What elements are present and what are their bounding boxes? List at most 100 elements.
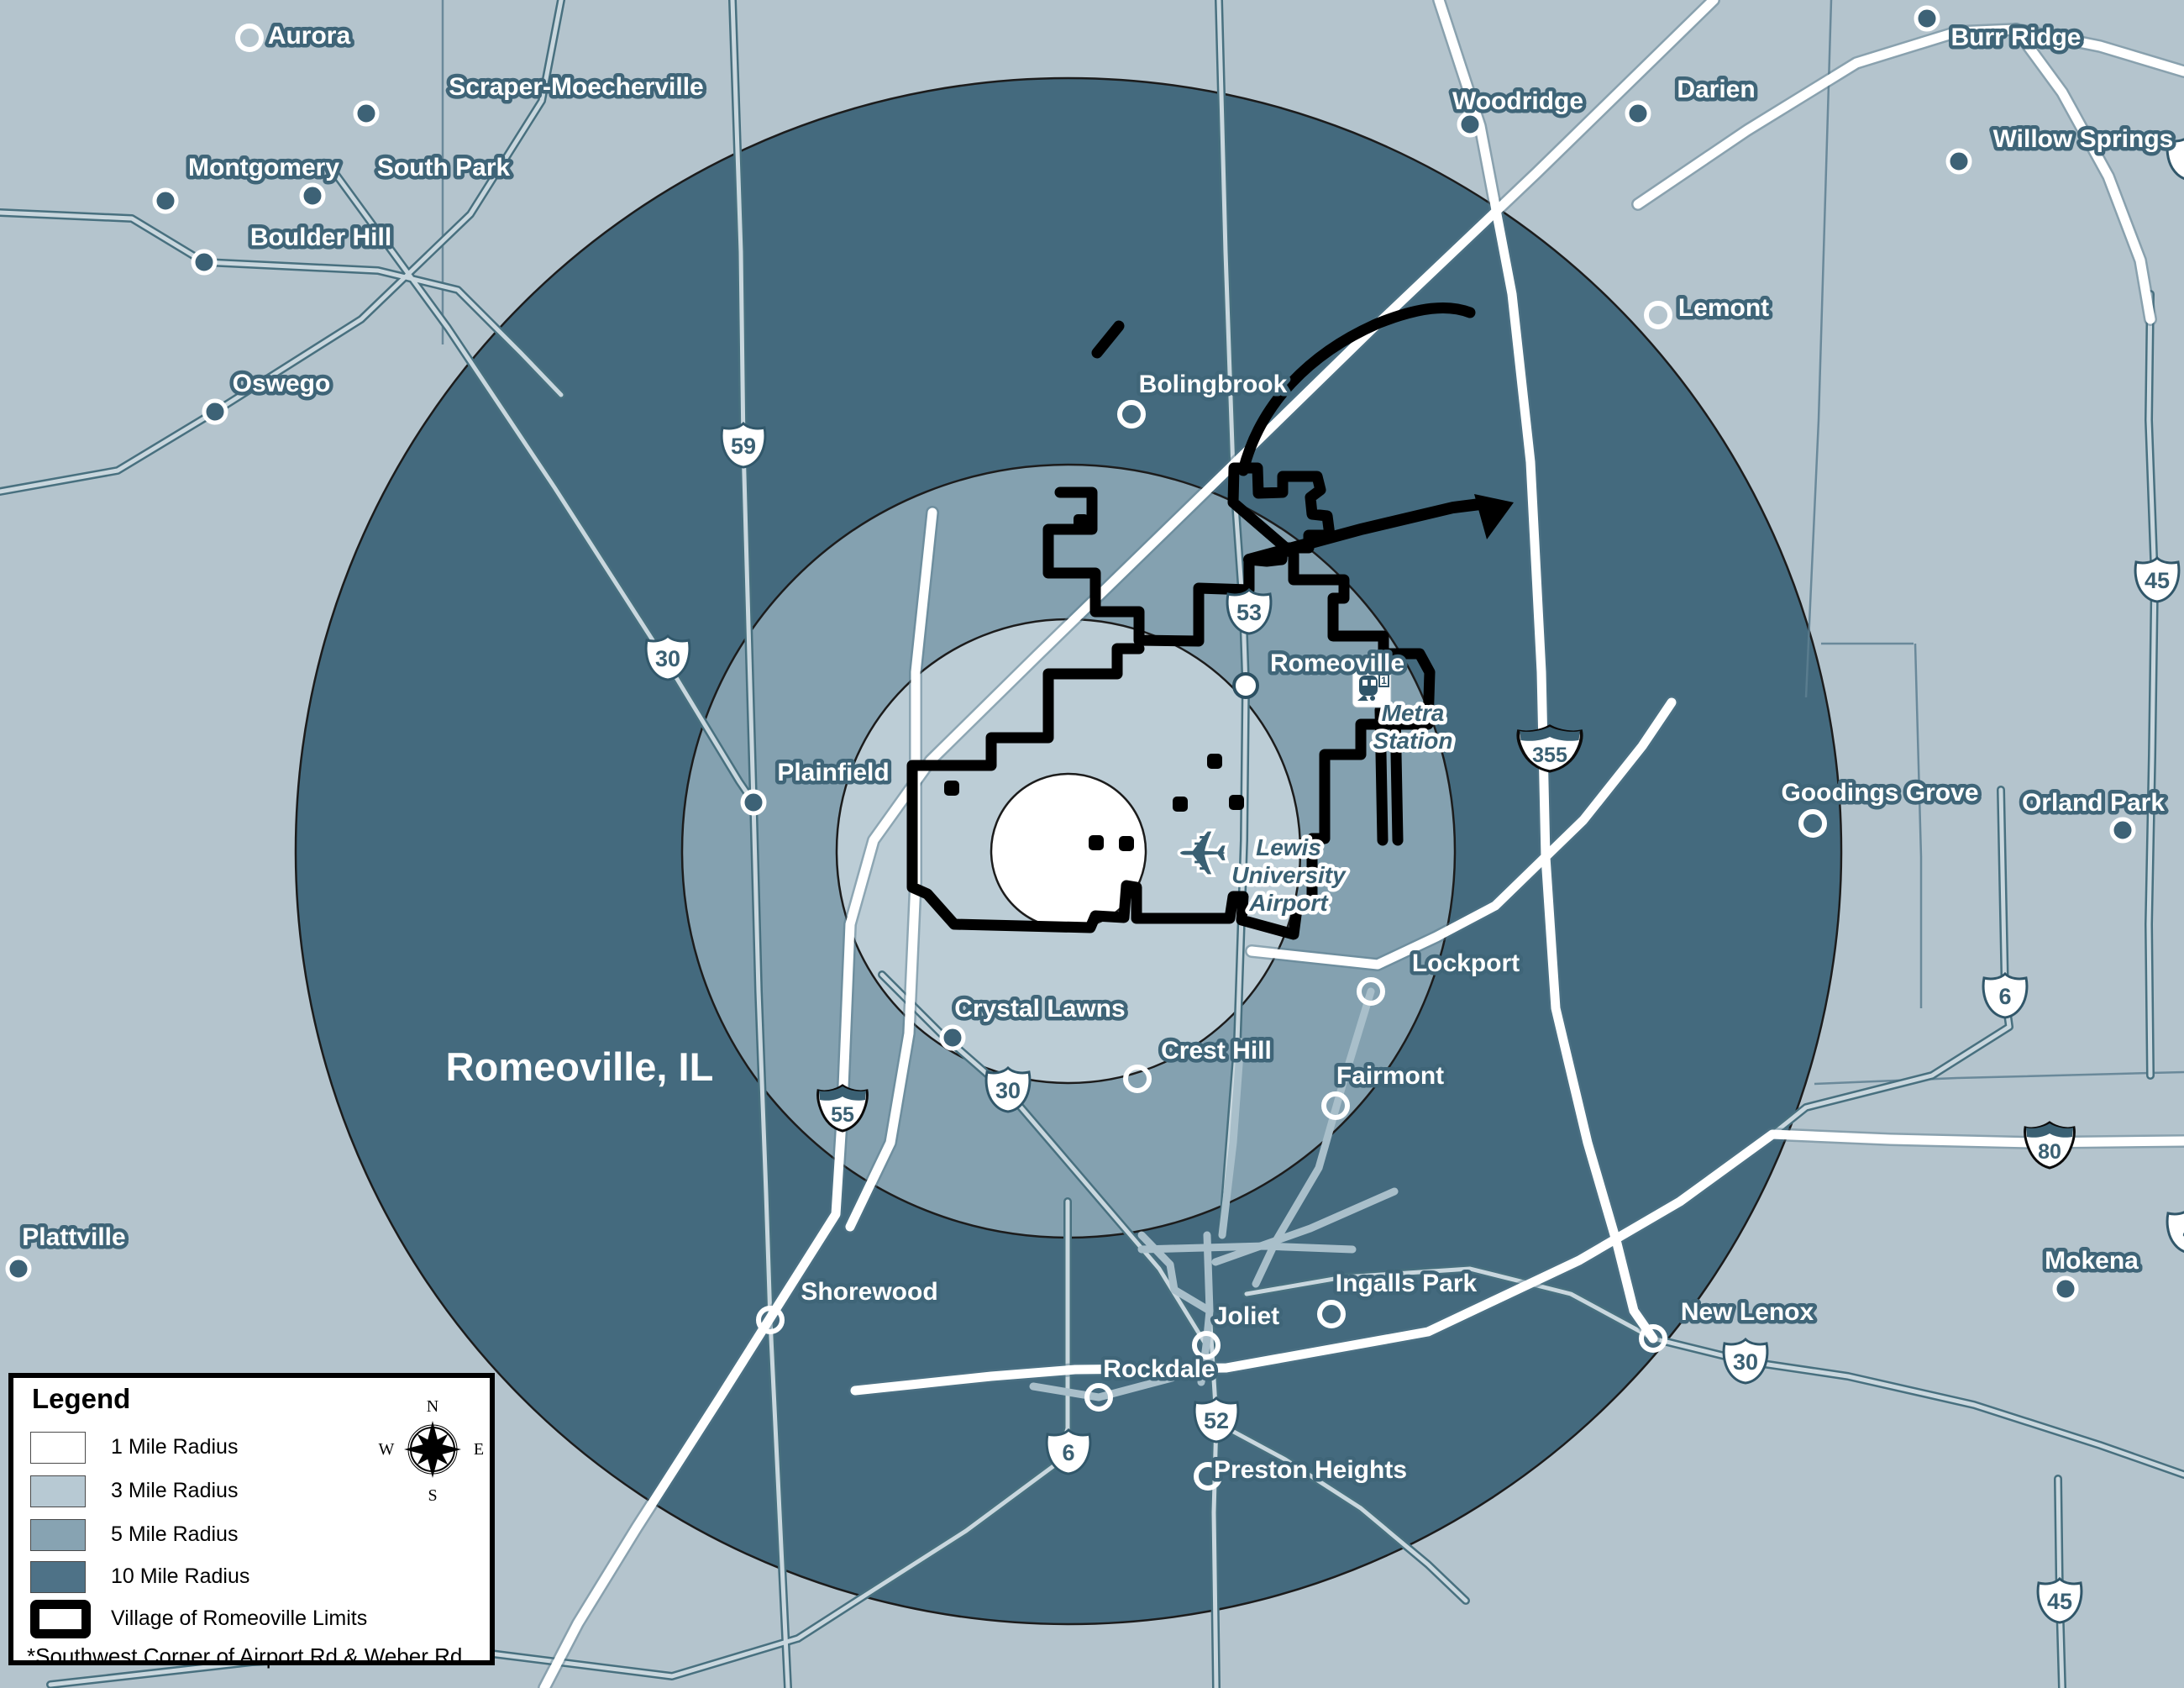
road (0, 0, 564, 494)
town-marker (1945, 148, 1972, 175)
town-marker (235, 24, 264, 52)
town-marker (740, 789, 767, 816)
town-marker (1317, 1300, 1346, 1328)
town-marker (2109, 817, 2136, 844)
poi-label: University (1231, 862, 1347, 888)
compass-rose-icon: N S E W (379, 1397, 485, 1505)
town-label: Goodings Grove (1781, 779, 1978, 807)
village-limits-outline (906, 462, 1436, 940)
legend-label-5mile: 5 Mile Radius (111, 1522, 239, 1546)
town-marker (1194, 1462, 1222, 1491)
highway-road (1633, 24, 2184, 209)
svg-text:355: 355 (1532, 744, 1567, 767)
legend-swatch-village-limits (30, 1600, 91, 1638)
town-marker (1084, 1383, 1113, 1412)
town-label: New Lenox (1681, 1298, 1814, 1326)
us-route-shield: 53 (1226, 587, 1273, 635)
us-route-shield: 1 (2166, 138, 2184, 181)
road (1244, 1266, 2184, 1477)
town-marker (756, 1306, 785, 1334)
town-label: Oswego (233, 370, 331, 397)
airplane-icon: ✈ (1177, 818, 1229, 891)
town-label: Mokena (2045, 1247, 2139, 1275)
village-limits-segment (1389, 704, 1404, 846)
town-marker (1232, 672, 1259, 699)
us-route-shield: 6 (1045, 1428, 1092, 1475)
town-marker (1639, 1324, 1667, 1353)
svg-text:45: 45 (2047, 1589, 2072, 1614)
village-limits-segment (1374, 704, 1389, 846)
highway-road (845, 507, 937, 1232)
town-marker (1321, 1091, 1350, 1120)
road (730, 0, 790, 1688)
town-marker (939, 1024, 966, 1051)
legend-label-3mile: 3 Mile Radius (111, 1479, 239, 1502)
us-route-shield: 45 (2134, 555, 2181, 603)
road (879, 972, 1209, 1348)
town-label: Fairmont (1336, 1062, 1444, 1090)
village-limits-arm (1243, 498, 1486, 565)
svg-text:45: 45 (2145, 568, 2170, 593)
us-route-shield: 45 (2036, 1576, 2083, 1624)
svg-text:59: 59 (731, 434, 756, 459)
town-marker (1192, 1331, 1221, 1359)
town-label: Scraper-Moecherville (449, 73, 703, 101)
village-limits-segment (1091, 320, 1125, 359)
village-parcel-dot (1173, 797, 1188, 812)
legend-label-1mile: 1 Mile Radius (111, 1435, 239, 1459)
town-marker (1798, 809, 1827, 838)
us-route-shield: 6 (1982, 971, 2029, 1019)
us-route-shield: 59 (720, 421, 767, 469)
road (1217, 1422, 1468, 1603)
legend-swatch-5mile (30, 1519, 86, 1551)
interstate-shield: 355 (1516, 724, 1583, 773)
metra-station-icon: 1 (1352, 668, 1392, 708)
town-label: Crest Hill (1161, 1037, 1272, 1065)
town-marker (191, 249, 218, 276)
boundary-line (1814, 1070, 2184, 1086)
highway-road (2011, 24, 2155, 324)
town-label: Lockport (1412, 949, 1520, 977)
interstate-shield: 80 (2024, 1121, 2076, 1170)
poi-label: Airport (1248, 890, 1329, 916)
town-label: Bolingbrook (1139, 371, 1288, 398)
legend-footnote: *Southwest Corner of Airport Rd & Weber … (27, 1643, 463, 1669)
town-label: Woodridge (1452, 87, 1583, 115)
town-label: Orland Park (2022, 789, 2165, 817)
svg-text:55: 55 (831, 1103, 854, 1127)
town-marker (1357, 977, 1385, 1006)
road (1770, 787, 2012, 1137)
village-parcel-dot (1207, 754, 1222, 769)
svg-text:6: 6 (1062, 1440, 1074, 1465)
legend-title: Legend (32, 1383, 131, 1414)
us-route-shield: 30 (644, 634, 691, 681)
road (332, 170, 756, 805)
svg-text:30: 30 (655, 646, 680, 671)
legend-label-10mile: 10 Mile Radius (111, 1564, 250, 1588)
poi-label: Station (1373, 728, 1453, 754)
svg-text:52: 52 (1204, 1408, 1229, 1433)
village-parcel-dot (1229, 795, 1244, 810)
svg-text:1: 1 (1381, 675, 1387, 686)
legend-label-village-limits: Village of Romeoville Limits (111, 1606, 368, 1630)
town-label: Ingalls Park (1336, 1270, 1478, 1297)
town-marker (1644, 301, 1672, 329)
town-label: Plattville (22, 1223, 125, 1251)
town-label: Willow Springs (1993, 125, 2174, 153)
compass-w: W (379, 1440, 395, 1459)
svg-text:30: 30 (1733, 1349, 1758, 1375)
legend-swatch-1mile (30, 1432, 86, 1464)
compass-s: S (428, 1486, 437, 1505)
town-label: Shorewood (801, 1278, 937, 1306)
village-parcel-dot (1089, 835, 1104, 850)
svg-text:80: 80 (2038, 1140, 2061, 1164)
village-parcel-dot (1119, 836, 1134, 851)
highway-road (850, 1129, 2184, 1396)
town-marker (1123, 1065, 1152, 1093)
town-marker (202, 398, 228, 425)
town-label: Aurora (268, 22, 351, 50)
village-parcel-dot (944, 781, 959, 796)
town-label: Rockdale (1103, 1355, 1215, 1383)
